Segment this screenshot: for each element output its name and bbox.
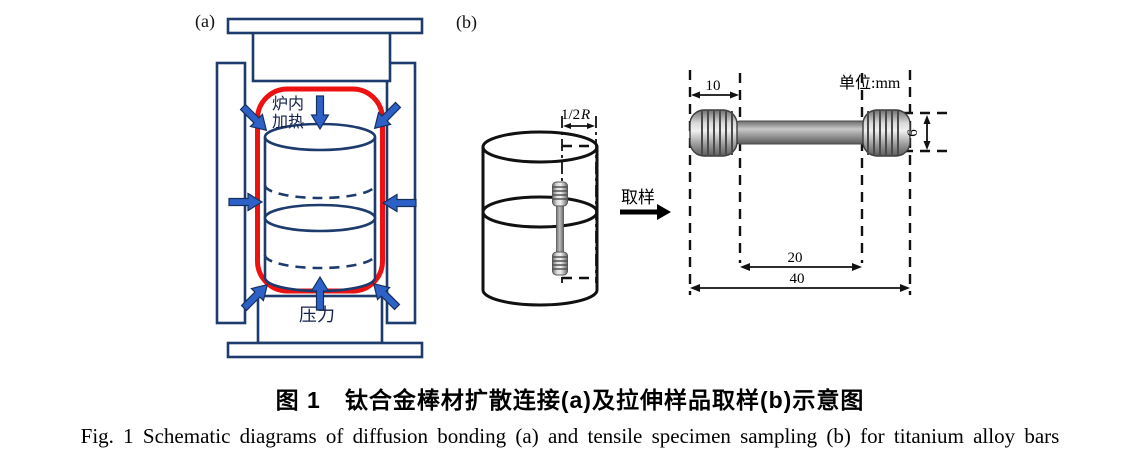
specimen-shaft xyxy=(734,120,868,145)
panel-a-label: (a) xyxy=(195,11,215,32)
half-radius-arrowhead-left xyxy=(563,123,571,129)
furnace-heating-label: 炉内 加热 xyxy=(272,95,304,131)
unit-label: 单位:mm xyxy=(839,74,901,92)
dim-diameter-text: 6 xyxy=(905,129,921,137)
dim-total-length: 40 xyxy=(690,271,910,292)
pressure-label: 压力 xyxy=(299,305,335,325)
embedded-specimen xyxy=(552,181,568,276)
specimen-drawing: 单位:mm xyxy=(688,70,948,295)
panel-a-diagram: (a) xyxy=(195,11,424,359)
panel-b-diagram: (b) 1/2 R xyxy=(456,12,948,307)
sampling-label: 取样 xyxy=(621,188,655,207)
press-frame xyxy=(215,17,424,359)
press-top-plate xyxy=(226,17,424,35)
cylinder-hidden-edge-lower xyxy=(263,254,377,270)
embedded-specimen-bottom-grip xyxy=(552,251,568,276)
cylinder-hidden-edge-upper xyxy=(263,184,377,200)
caption-english: Fig. 1 Schematic diagrams of diffusion b… xyxy=(80,424,1060,448)
press-ram xyxy=(251,30,392,83)
embedded-grip-threads xyxy=(553,186,567,270)
dim-grip-length-text: 10 xyxy=(706,78,721,94)
panel-b-label: (b) xyxy=(456,12,477,33)
embedded-specimen-top-grip xyxy=(552,181,568,207)
dim-gauge-length: 20 xyxy=(740,250,862,271)
sample-source-cylinder xyxy=(481,130,599,307)
tensile-specimen xyxy=(689,109,911,157)
half-radius-symbol: R xyxy=(580,107,590,123)
sampling-arrow-group: 取样 xyxy=(620,188,671,220)
frame-left-column xyxy=(215,61,247,325)
specimen-grip-threads xyxy=(701,110,899,156)
frame-right-column xyxy=(385,61,417,325)
cylinder-b-bond-ellipse xyxy=(481,195,599,229)
furnace-heating-label-line2: 加热 xyxy=(272,113,304,131)
bond-interface-ellipse xyxy=(263,203,377,233)
dim-grip-length: 10 xyxy=(691,78,739,99)
half-radius-prefix: 1/2 xyxy=(561,107,580,123)
bonded-cylinder-stack xyxy=(263,122,377,293)
cylinder-b-bottom-arc xyxy=(481,289,599,307)
embedded-specimen-shaft xyxy=(556,199,564,259)
half-radius-arrowhead-right xyxy=(587,123,595,129)
half-radius-dimension: 1/2 R xyxy=(561,107,595,129)
dim-diameter: 6 xyxy=(905,115,931,150)
press-bottom-plate xyxy=(226,341,424,359)
dim-gauge-length-text: 20 xyxy=(788,250,803,266)
sampling-arrowhead xyxy=(657,204,671,220)
caption-chinese: 图 1 钛合金棒材扩散连接(a)及拉伸样品取样(b)示意图 xyxy=(275,387,865,413)
furnace-heating-label-line1: 炉内 xyxy=(272,95,304,113)
dim-total-length-text: 40 xyxy=(790,271,805,287)
figure-canvas: (a) xyxy=(195,11,948,359)
